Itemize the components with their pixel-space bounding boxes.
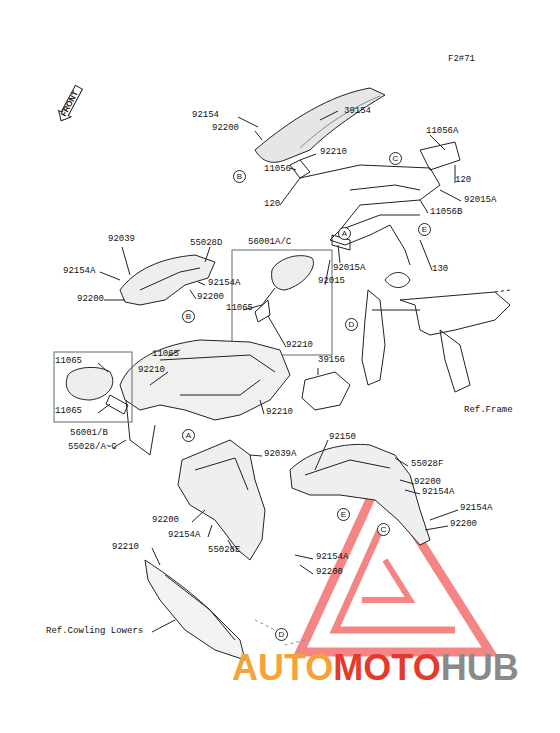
callout-number: 11056 xyxy=(264,164,291,174)
reference-circle: B xyxy=(233,170,246,183)
callout-number: 92210 xyxy=(138,365,165,375)
callout-number: 11065 xyxy=(226,303,253,313)
callout-number: 92210 xyxy=(320,147,347,157)
reference-letter: D xyxy=(279,630,285,639)
callout-number: 39156 xyxy=(318,355,345,365)
callout-number: 92015A xyxy=(464,195,496,205)
direction-label: FRONT xyxy=(59,89,80,118)
reference-circle: E xyxy=(337,508,350,521)
reference-letter: C xyxy=(381,525,387,534)
callout-number: 55028E xyxy=(208,545,240,555)
callout-number: 92200 xyxy=(77,294,104,304)
reference-letter: A xyxy=(186,431,191,440)
callout-number: 92200 xyxy=(450,519,477,529)
callout-number: 92210 xyxy=(286,340,313,350)
reference-letter: B xyxy=(186,312,191,321)
callout-number: 92200 xyxy=(197,292,224,302)
reference-circle: A xyxy=(182,429,195,442)
reference-circle: A xyxy=(338,227,351,240)
reference-circle: C xyxy=(377,523,390,536)
callout-number: 56001A/C xyxy=(248,237,291,247)
callout-number: 56001/B xyxy=(70,428,108,438)
callout-number: 92210 xyxy=(112,542,139,552)
callout-number: 92154A xyxy=(316,552,348,562)
reference-letter: E xyxy=(422,225,427,234)
reference-note: Ref.Frame xyxy=(464,405,513,415)
reference-letter: B xyxy=(237,172,242,181)
callout-number: 92015A xyxy=(333,263,365,273)
watermark-text: HUB xyxy=(441,648,519,688)
reference-circle: D xyxy=(275,628,288,641)
callout-number: 92154A xyxy=(63,266,95,276)
front-arrow: FRONT xyxy=(54,83,87,126)
callout-number: 55028F xyxy=(411,459,443,469)
callout-number: 120 xyxy=(455,175,471,185)
callout-number: 92015 xyxy=(318,276,345,286)
reference-circle: D xyxy=(345,318,358,331)
reference-circle: C xyxy=(389,152,402,165)
callout-number: 92154A xyxy=(460,503,492,513)
callout-number: 11065 xyxy=(55,356,82,366)
callout-number: 92200 xyxy=(212,123,239,133)
callout-number: 11056B xyxy=(430,207,462,217)
callout-number: 92154A xyxy=(208,278,240,288)
reference-letter: A xyxy=(342,229,347,238)
callout-number: 11065 xyxy=(152,349,179,359)
watermark-text: MOTO xyxy=(333,648,440,688)
reference-circle: E xyxy=(418,223,431,236)
reference-letter: E xyxy=(341,510,346,519)
callout-number: 92039 xyxy=(108,234,135,244)
callout-number: 130 xyxy=(432,264,448,274)
callout-number: 39154 xyxy=(344,106,371,116)
callout-number: 92200 xyxy=(316,567,343,577)
callout-number: 55028/A~C xyxy=(68,442,117,452)
callout-number: 120 xyxy=(264,199,280,209)
callout-number: 92154 xyxy=(192,110,219,120)
reference-letter: D xyxy=(349,320,355,329)
callout-number: 92200 xyxy=(414,477,441,487)
callout-number: 92200 xyxy=(152,515,179,525)
callout-number: 11056A xyxy=(426,126,458,136)
callout-number: 92039A xyxy=(264,449,296,459)
callout-number: 92150 xyxy=(329,432,356,442)
watermark-text: AUTO xyxy=(232,648,333,688)
callout-number: 55028D xyxy=(190,238,222,248)
callout-number: 11065 xyxy=(55,406,82,416)
reference-letter: C xyxy=(393,154,399,163)
reference-note: Ref.Cowling Lowers xyxy=(46,626,143,636)
callout-number: 92210 xyxy=(266,407,293,417)
figure-code: F2#71 xyxy=(448,54,475,64)
callout-number: 92154A xyxy=(422,487,454,497)
callout-number: 92154A xyxy=(168,530,200,540)
reference-circle: B xyxy=(182,310,195,323)
